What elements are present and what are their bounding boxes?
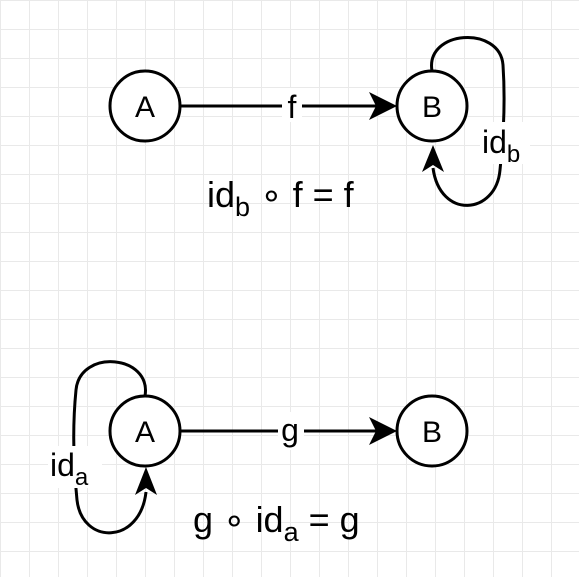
node-b [395,69,469,143]
loop-id-b-head [422,145,444,172]
node-a [108,394,182,468]
loop-id-a-head [135,467,157,495]
node-a-label: A [135,91,155,124]
equation-left-identity: idb ∘ f = f [207,174,355,222]
loop-id-a-label: ida [50,447,89,491]
equation-right-identity: g ∘ ida = g [193,499,360,547]
diagram-right-identity: g ida A B g ∘ ida = g [48,360,469,547]
node-b-label: B [422,91,442,124]
diagram-left-identity: f idb A B idb ∘ f = f [108,35,530,222]
node-a-label: A [135,416,155,449]
arrow-f-label: f [288,89,297,125]
loop-id-b-label: idb [482,124,520,168]
arrow-f-head [369,92,397,120]
arrow-g-label: g [281,412,299,448]
node-a [108,69,182,143]
node-b [395,394,469,468]
node-b-label: B [422,416,442,449]
arrow-g-head [369,417,397,445]
